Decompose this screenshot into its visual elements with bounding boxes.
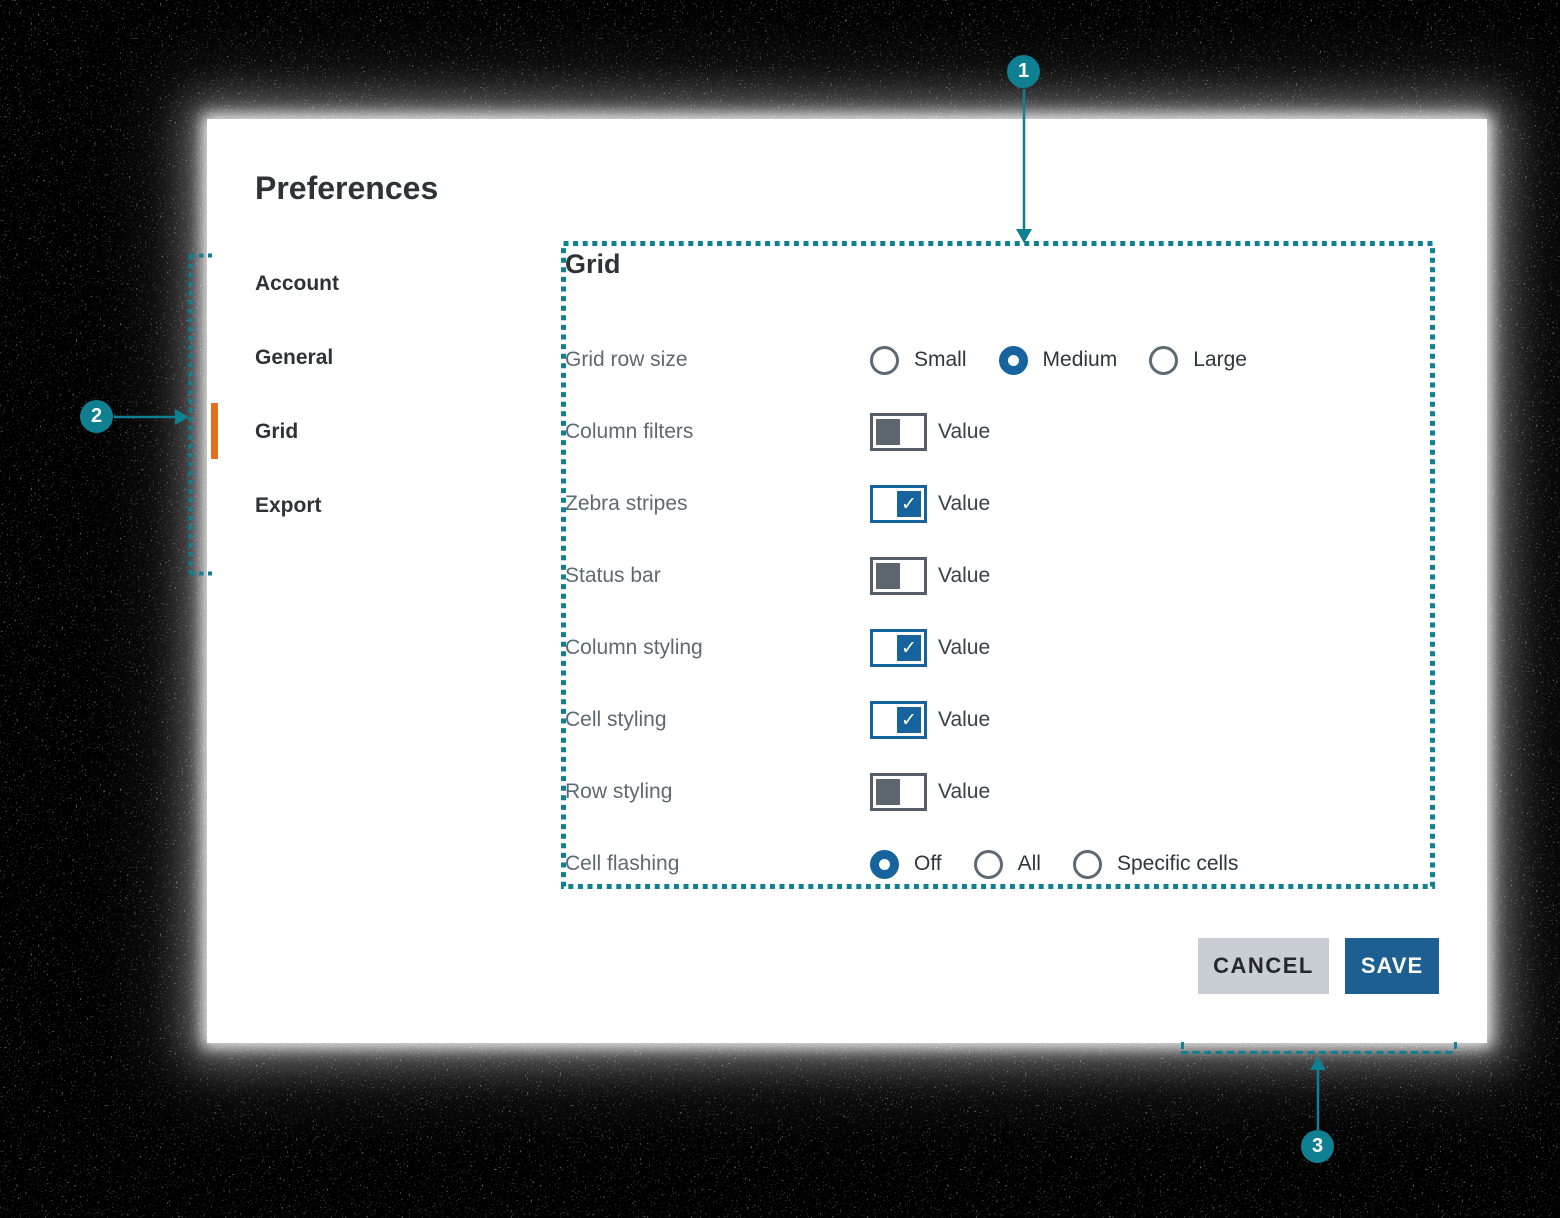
page-title: Preferences (255, 170, 439, 206)
radio-selected-icon[interactable] (870, 849, 899, 879)
toggle-column-filters[interactable] (870, 413, 927, 451)
toggle-value-label: Value (938, 420, 991, 443)
settings-rows: Grid row size Small Medium Large Column … (565, 324, 1433, 900)
radio-label: Medium (1042, 348, 1118, 371)
toggle-column-styling[interactable]: ✓ (870, 629, 927, 667)
sidebar-item-label: Grid (255, 420, 299, 443)
toggle-value-label: Value (938, 780, 991, 803)
toggle-row-styling[interactable] (870, 773, 927, 811)
annotation-badge-1: 1 (1007, 55, 1040, 88)
toggle-value-label: Value (938, 564, 991, 587)
toggle-cell-styling[interactable]: ✓ (870, 701, 927, 739)
checkmark-icon: ✓ (897, 707, 921, 733)
setting-label: Zebra stripes (565, 492, 688, 515)
radio-label: Small (914, 348, 967, 371)
radio-option-all[interactable]: All (973, 849, 1041, 879)
toggle-value-label: Value (938, 708, 991, 731)
sidebar-item-general[interactable]: General (255, 342, 455, 374)
setting-label: Cell styling (565, 708, 667, 731)
radio-option-off[interactable]: Off (870, 849, 942, 879)
toggle-knob (876, 779, 900, 805)
radio-option-medium[interactable]: Medium (998, 345, 1118, 375)
setting-label: Column styling (565, 636, 703, 659)
radio-option-small[interactable]: Small (870, 345, 967, 375)
radio-icon[interactable] (870, 345, 899, 375)
radio-label: Off (914, 852, 942, 875)
setting-label: Cell flashing (565, 852, 680, 875)
setting-label: Row styling (565, 780, 673, 803)
setting-row-cell-flashing: Cell flashing Off All Specific cells (565, 828, 1433, 900)
radio-option-specific-cells[interactable]: Specific cells (1072, 849, 1239, 879)
selected-item-indicator (211, 403, 218, 459)
setting-label: Grid row size (565, 348, 688, 371)
toggle-status-bar[interactable] (870, 557, 927, 595)
checkmark-icon: ✓ (897, 491, 921, 517)
toggle-knob (876, 563, 900, 589)
sidebar-item-grid[interactable]: Grid (255, 416, 455, 448)
radio-label: Specific cells (1116, 852, 1239, 875)
annotation-badge-2: 2 (80, 400, 113, 433)
cancel-button[interactable]: CANCEL (1198, 938, 1329, 994)
radio-label: All (1017, 852, 1041, 875)
setting-row-cell-styling: Cell styling ✓ Value (565, 684, 1433, 756)
panel-heading: Grid (565, 249, 621, 279)
radio-selected-icon[interactable] (998, 345, 1028, 375)
sidebar-item-account[interactable]: Account (255, 268, 455, 300)
sidebar-item-label: Account (255, 272, 339, 295)
setting-row-status-bar: Status bar Value (565, 540, 1433, 612)
toggle-knob (876, 419, 900, 445)
toggle-value-label: Value (938, 492, 991, 515)
setting-row-grid-row-size: Grid row size Small Medium Large (565, 324, 1433, 396)
sidebar-item-export[interactable]: Export (255, 490, 455, 522)
setting-row-zebra-stripes: Zebra stripes ✓ Value (565, 468, 1433, 540)
radio-icon[interactable] (1149, 345, 1179, 375)
setting-label: Status bar (565, 564, 661, 587)
sidebar-item-label: General (255, 346, 334, 369)
annotation-badge-3: 3 (1301, 1130, 1334, 1163)
checkmark-icon: ✓ (897, 635, 921, 661)
radio-option-large[interactable]: Large (1149, 345, 1247, 375)
setting-row-row-styling: Row styling Value (565, 756, 1433, 828)
toggle-zebra-stripes[interactable]: ✓ (870, 485, 927, 523)
radio-icon[interactable] (1072, 849, 1102, 879)
setting-row-column-filters: Column filters Value (565, 396, 1433, 468)
radio-icon[interactable] (973, 849, 1003, 879)
toggle-value-label: Value (938, 636, 991, 659)
setting-row-column-styling: Column styling ✓ Value (565, 612, 1433, 684)
save-button[interactable]: SAVE (1345, 938, 1439, 994)
radio-label: Large (1193, 348, 1247, 371)
sidebar-item-label: Export (255, 494, 322, 517)
setting-label: Column filters (565, 420, 694, 443)
